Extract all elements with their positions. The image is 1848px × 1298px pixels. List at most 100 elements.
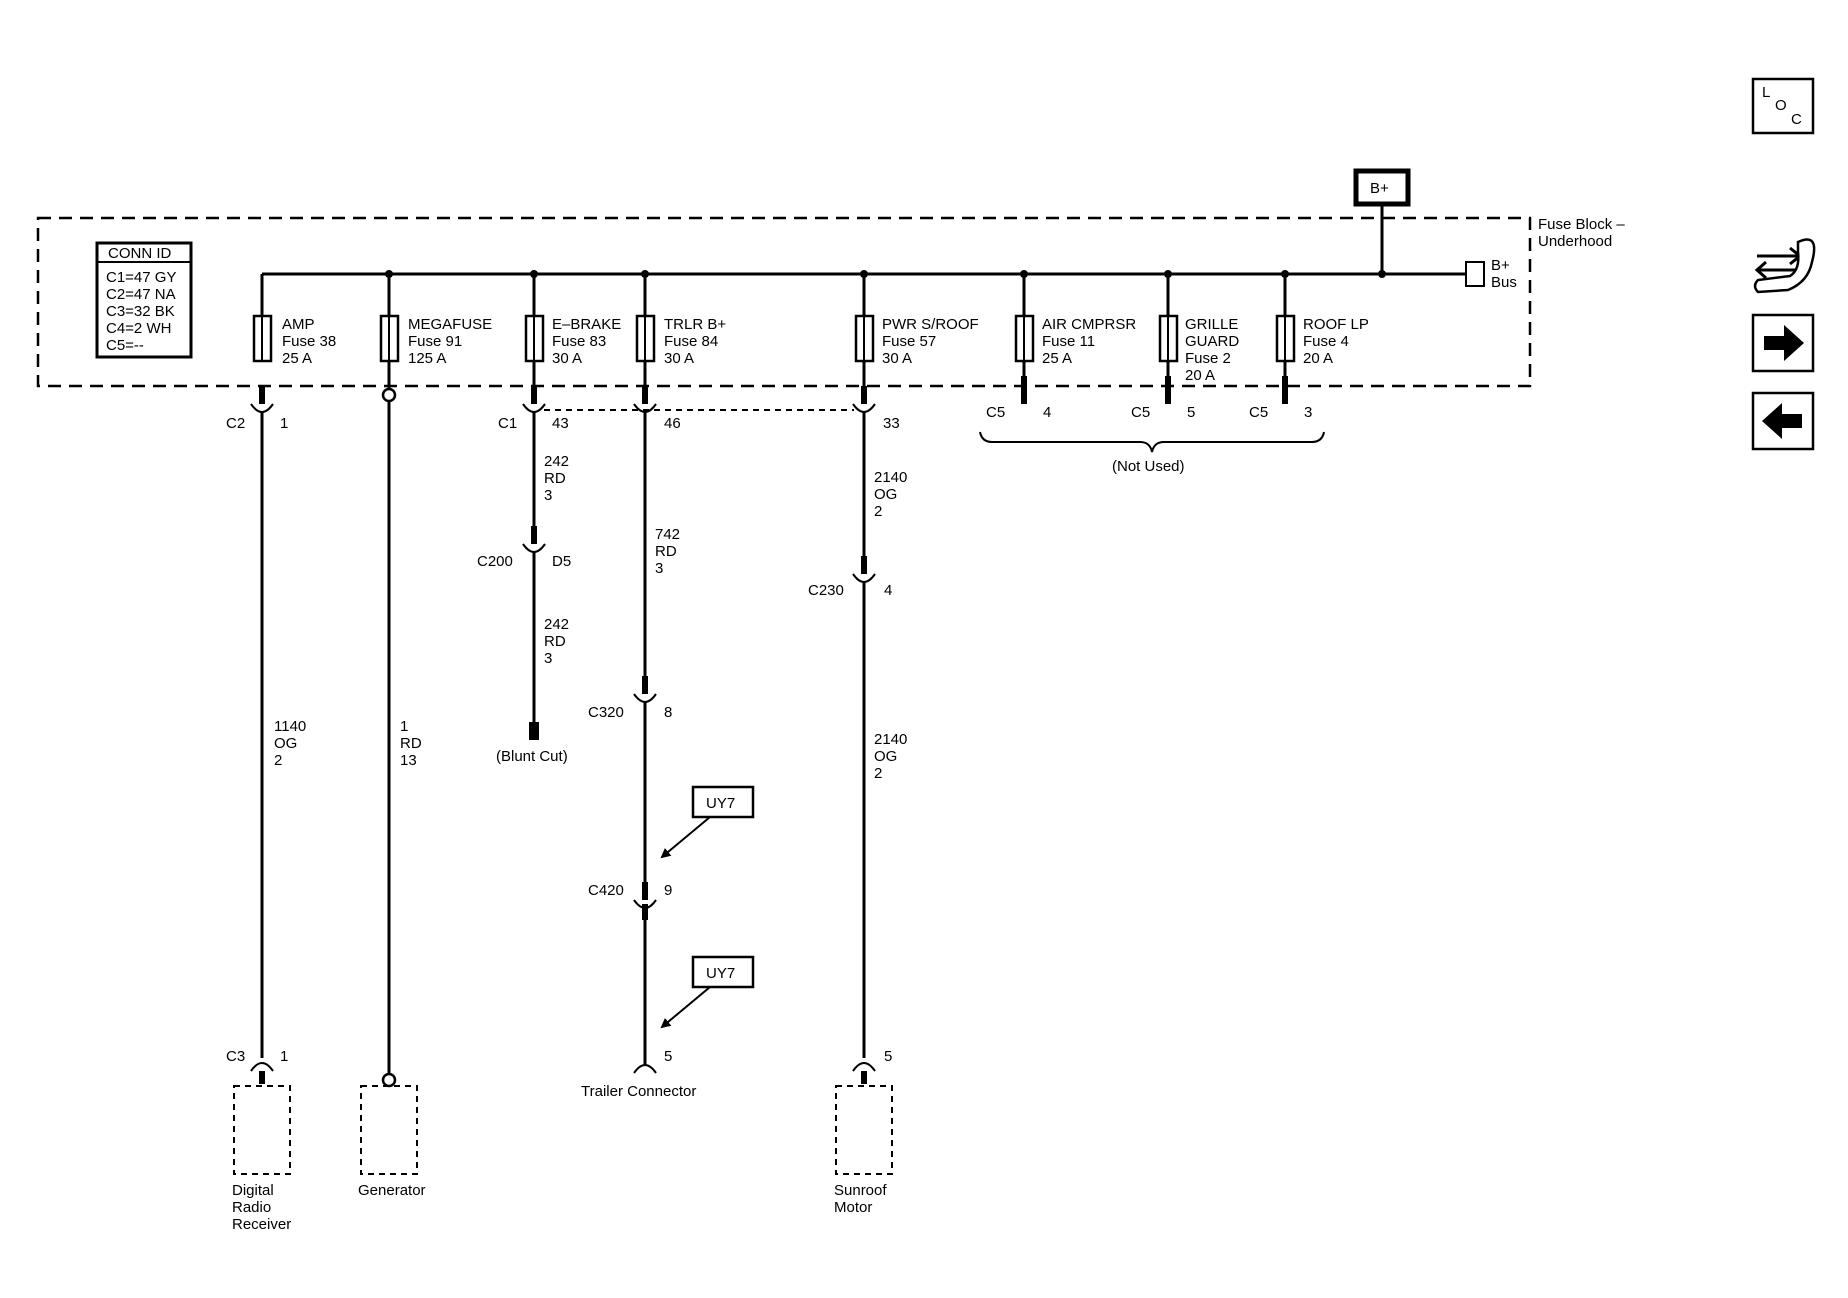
svg-text:3: 3 [1304, 404, 1312, 421]
fuse-name: TRLR B+ [664, 316, 726, 333]
svg-text:UY7: UY7 [706, 965, 735, 982]
svg-text:UY7: UY7 [706, 795, 735, 812]
svg-text:4: 4 [1043, 404, 1051, 421]
bplus-bus-tab: B+ Bus [1465, 257, 1517, 291]
svg-text:4: 4 [884, 582, 892, 599]
svg-text:C200: C200 [477, 553, 513, 570]
fuse-block-label-2: Underhood [1538, 233, 1612, 250]
component-label: Sunroof [834, 1182, 887, 1199]
svg-text:242: 242 [544, 616, 569, 633]
svg-text:C420: C420 [588, 882, 624, 899]
fuse-number: Fuse 91 [408, 333, 462, 350]
component-label: Radio [232, 1199, 271, 1216]
svg-text:742: 742 [655, 526, 680, 543]
fuse-number: Fuse 2 [1185, 350, 1231, 367]
arrow-left-icon[interactable] [1751, 391, 1815, 451]
svg-text:C1: C1 [498, 415, 517, 432]
fuse-amp: AMP Fuse 38 25 A [252, 314, 336, 367]
fuse-rating: 30 A [882, 350, 912, 367]
fuse-name: PWR S/ROOF [882, 316, 979, 333]
bplus-bus-label-2: Bus [1491, 274, 1517, 291]
svg-text:33: 33 [883, 415, 900, 432]
loc-icon[interactable]: L O C [1751, 77, 1815, 135]
svg-text:3: 3 [544, 487, 552, 504]
svg-text:8: 8 [664, 704, 672, 721]
svg-text:RD: RD [400, 735, 422, 752]
circuit-sunroof: 33 2140 OG 2 C230 4 2140 OG 2 5 Sunroof … [808, 386, 907, 1216]
fuse-rating: 25 A [1042, 350, 1072, 367]
arrow-right-icon[interactable] [1751, 313, 1815, 373]
fuse-rating: 30 A [664, 350, 694, 367]
conn-id-box: CONN ID C1=47 GY C2=47 NA C3=32 BK C4=2 … [95, 241, 193, 359]
component-label: Motor [834, 1199, 872, 1216]
component-label: Digital [232, 1182, 274, 1199]
circuit-trlr: 46 742 RD 3 C320 8 UY7 C420 9 UY7 5 Trai… [581, 386, 755, 1100]
svg-text:D5: D5 [552, 553, 571, 570]
fuse-pwr-sroof: PWR S/ROOF Fuse 57 30 A [854, 274, 979, 395]
svg-text:C2: C2 [226, 415, 245, 432]
fuse-number: Fuse 4 [1303, 333, 1349, 350]
fuse-name: ROOF LP [1303, 316, 1369, 333]
sunroof-motor-box [835, 1085, 893, 1175]
fuse-block-label-1: Fuse Block – [1538, 216, 1625, 233]
fuse-rating: 125 A [408, 350, 446, 367]
fuse-name: MEGAFUSE [408, 316, 492, 333]
fuse-rating: 20 A [1303, 350, 1333, 367]
fuse-grille-guard: GRILLE GUARD Fuse 2 20 A [1158, 274, 1239, 404]
svg-text:1: 1 [280, 1048, 288, 1065]
conn-id-row: C2=47 NA [106, 286, 176, 303]
svg-text:C320: C320 [588, 704, 624, 721]
fuse-ebrake: E–BRAKE Fuse 83 30 A [524, 274, 621, 395]
svg-text:13: 13 [400, 752, 417, 769]
svg-text:2140: 2140 [874, 731, 907, 748]
fuse-megafuse: MEGAFUSE Fuse 91 125 A [379, 274, 492, 395]
svg-text:3: 3 [655, 560, 663, 577]
svg-text:9: 9 [664, 882, 672, 899]
fuse-name-2: GUARD [1185, 333, 1239, 350]
option-uy7-box: UY7 [660, 955, 755, 1029]
bplus-box: B+ [1353, 168, 1411, 274]
svg-text:B+: B+ [1370, 180, 1389, 197]
conn-id-row: C5=-- [106, 337, 144, 354]
svg-text:1: 1 [400, 718, 408, 735]
component-label: Receiver [232, 1216, 291, 1233]
fuse-number: Fuse 11 [1042, 333, 1095, 350]
fuse-name: E–BRAKE [552, 316, 621, 333]
fuse-name: GRILLE [1185, 316, 1238, 333]
wrench-swap-icon[interactable] [1753, 238, 1816, 294]
circuit-megafuse: 1 RD 13 Generator [358, 387, 426, 1199]
conn-id-row: C1=47 GY [106, 269, 176, 286]
svg-text:2140: 2140 [874, 469, 907, 486]
fuse-rating: 30 A [552, 350, 582, 367]
loc-o: O [1775, 97, 1787, 114]
fuse-air-cmprsr: AIR CMPRSR Fuse 11 25 A [1014, 274, 1136, 404]
blunt-cut-label: (Blunt Cut) [496, 748, 568, 765]
fuse-number: Fuse 57 [882, 333, 936, 350]
svg-text:OG: OG [274, 735, 297, 752]
conn-id-title: CONN ID [108, 245, 172, 262]
loc-l: L [1762, 84, 1770, 101]
svg-text:C5: C5 [986, 404, 1005, 421]
svg-text:C3: C3 [226, 1048, 245, 1065]
fuse-number: Fuse 38 [282, 333, 336, 350]
fuse-block-outline [36, 216, 1532, 388]
component-label: Trailer Connector [581, 1083, 696, 1100]
svg-text:C5: C5 [1249, 404, 1268, 421]
svg-text:5: 5 [1187, 404, 1195, 421]
svg-text:1: 1 [280, 415, 288, 432]
c5-not-used: C5 4 C5 5 C5 3 (Not Used) [979, 404, 1325, 475]
svg-text:C5: C5 [1131, 404, 1150, 421]
svg-text:2: 2 [274, 752, 282, 769]
svg-text:3: 3 [544, 650, 552, 667]
conn-id-row: C4=2 WH [106, 320, 171, 337]
fuse-rating: 20 A [1185, 367, 1215, 384]
svg-text:RD: RD [655, 543, 677, 560]
svg-text:5: 5 [884, 1048, 892, 1065]
component-label: Generator [358, 1182, 426, 1199]
circuit-amp: C2 1 1140 OG 2 C3 1 Digital Radio Receiv… [226, 386, 306, 1233]
svg-text:46: 46 [664, 415, 681, 432]
fuse-name: AIR CMPRSR [1042, 316, 1136, 333]
fuse-number: Fuse 84 [664, 333, 718, 350]
fuse-roof-lp: ROOF LP Fuse 4 20 A [1275, 274, 1369, 404]
